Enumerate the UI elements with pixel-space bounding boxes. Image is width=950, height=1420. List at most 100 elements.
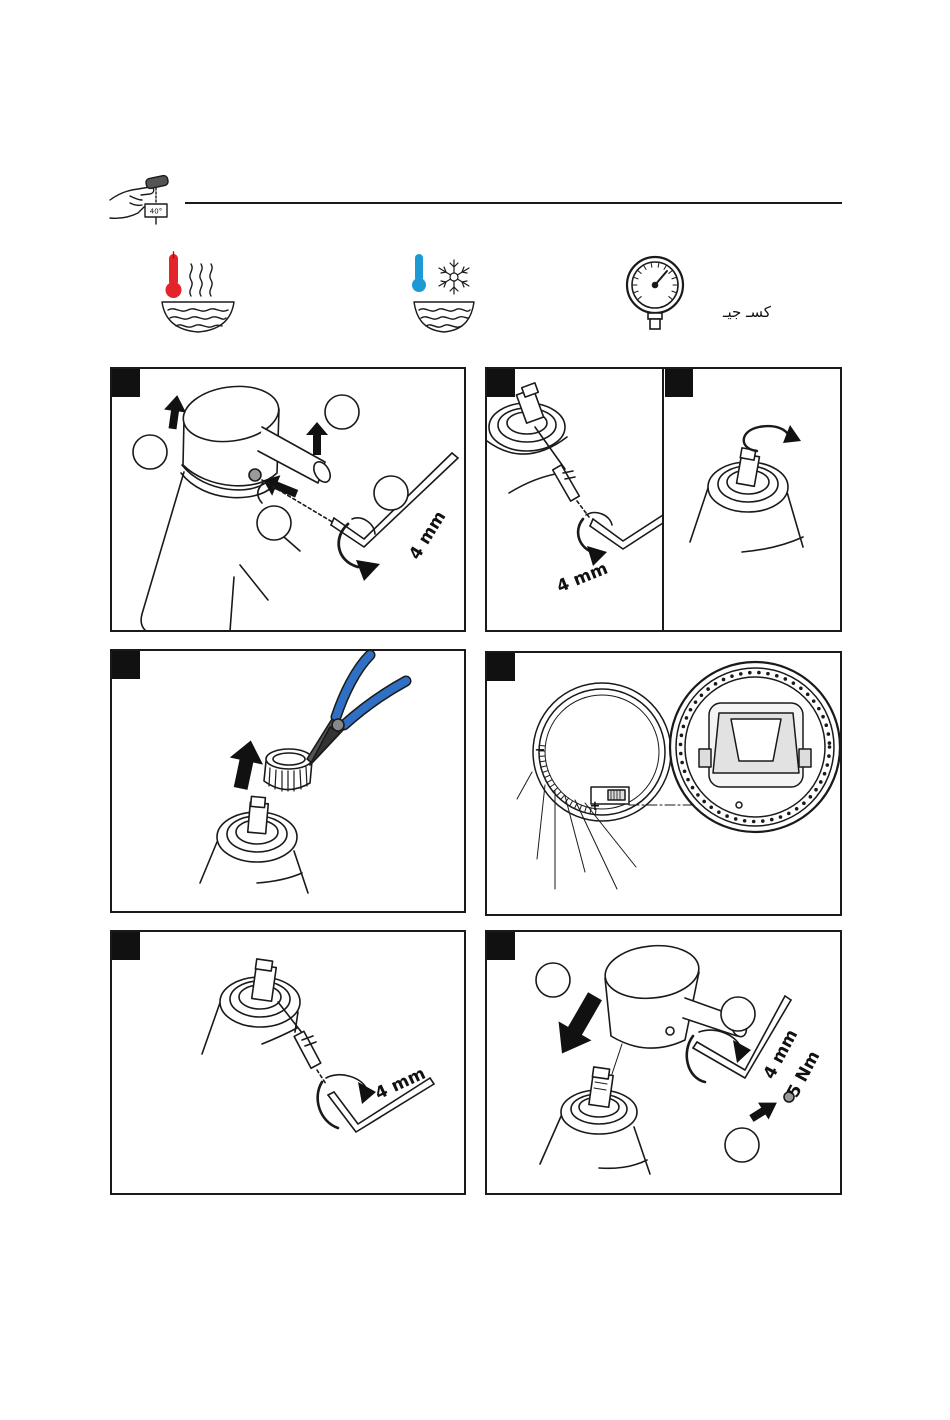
- gear-tooth: [792, 681, 796, 685]
- rotate-arrow-icon: [339, 518, 380, 581]
- gear-tooth: [739, 672, 743, 676]
- gear-tooth: [709, 805, 713, 809]
- callout-leader: [284, 537, 300, 551]
- snowflake-icon: [439, 260, 469, 294]
- gear-tooth: [821, 715, 825, 719]
- rotate-arrow-icon: [687, 1030, 751, 1082]
- hand-shower-thermometer-icon: 40°: [108, 174, 174, 226]
- gear-tooth: [685, 716, 689, 720]
- plus-sign: +: [590, 799, 601, 814]
- ring-tick: [541, 766, 547, 767]
- step-number-tab: [487, 932, 515, 960]
- gear-tooth: [683, 769, 687, 773]
- callout-circle: [536, 963, 570, 997]
- gear-tooth: [700, 693, 704, 697]
- cartridge-spindle: [252, 959, 277, 1001]
- gear-tooth: [702, 800, 706, 804]
- gear-tooth: [766, 672, 770, 676]
- faucet-body: [141, 472, 268, 630]
- gear-tooth: [784, 677, 788, 681]
- gear-tooth: [743, 819, 747, 823]
- alignment-line: [612, 1044, 622, 1074]
- step-number-tab: [112, 932, 140, 960]
- gear-tooth: [761, 819, 765, 823]
- callout-circle: [374, 476, 408, 510]
- gear-tooth: [828, 741, 832, 745]
- push-down-arrow-icon: [546, 987, 612, 1063]
- gear-tooth: [828, 745, 832, 749]
- gear-tooth: [682, 725, 686, 729]
- gear-tooth: [817, 707, 821, 711]
- gear-tooth: [787, 812, 791, 816]
- tool-size-label: 4 mm: [405, 508, 450, 564]
- callout-circle: [257, 506, 291, 540]
- ring-tick: [540, 761, 546, 762]
- remove-ring-illustration: [112, 651, 464, 911]
- callout-circle: [725, 1128, 759, 1162]
- gear-tooth: [814, 788, 818, 792]
- gear-tooth: [779, 815, 783, 819]
- gear-tooth: [679, 752, 683, 756]
- gear-tooth: [827, 754, 831, 758]
- ring-detail-illustration: + −: [487, 653, 840, 914]
- handle-cap: [603, 941, 702, 1048]
- ring-tick: [542, 771, 548, 773]
- lift-lever-arrow-icon: [306, 422, 328, 455]
- gauge-tick: [651, 263, 652, 267]
- tool-size-label: 4 mm: [554, 559, 611, 597]
- gear-tooth: [795, 807, 799, 811]
- step-number-tab: [112, 651, 140, 679]
- step-panel-remove-ring: [110, 649, 466, 913]
- gear-tooth: [717, 810, 721, 814]
- lift-arrow-icon: [224, 737, 267, 792]
- gear-tooth: [812, 699, 816, 703]
- loosen-screw-illustration: 4 mm: [487, 369, 840, 630]
- cartridge-screw: [553, 465, 580, 501]
- gear-tooth: [680, 761, 684, 765]
- ring-tick: [547, 780, 552, 783]
- gear-tooth: [748, 671, 752, 675]
- ring-tick: [570, 801, 573, 806]
- pressure-gauge-icon: [622, 254, 690, 332]
- step-number-tab: [487, 653, 515, 681]
- tool-size-label: 4 mm: [372, 1064, 429, 1105]
- gear-tooth: [823, 772, 827, 776]
- tighten-screw-illustration: 4 mm: [112, 932, 464, 1193]
- gear-tooth: [827, 732, 831, 736]
- gear-tooth: [730, 674, 734, 678]
- step-number-tab: [487, 369, 515, 397]
- step-panel-refit-handle: 4 mm 5 Nm: [485, 930, 842, 1195]
- pliers-icon: [307, 655, 406, 765]
- remove-handle-illustration: 4 mm: [112, 369, 464, 630]
- gear-tooth: [696, 793, 700, 797]
- gear-tooth: [824, 723, 828, 727]
- gear-tooth: [809, 795, 813, 799]
- gear-tooth: [689, 708, 693, 712]
- gear-tooth: [802, 801, 806, 805]
- cartridge-screw: [294, 1031, 321, 1068]
- ring-tick: [557, 792, 561, 796]
- gear-tooth: [679, 743, 683, 747]
- ring-tick: [561, 795, 565, 800]
- minus-sign: −: [535, 743, 546, 758]
- gear-tooth: [825, 763, 829, 767]
- hot-water-icon: [158, 250, 238, 336]
- step-number-tab: [112, 369, 140, 397]
- cartridge-spindle: [248, 796, 269, 833]
- header-rule: [185, 202, 842, 204]
- gear-tooth: [722, 678, 726, 682]
- limit-ring: [264, 749, 312, 791]
- gear-tooth: [799, 686, 803, 690]
- gear-tooth: [714, 682, 718, 686]
- gear-tooth: [806, 693, 810, 697]
- step-panel-ring-detail: + −: [485, 651, 842, 916]
- callout-circle: [325, 395, 359, 429]
- ring-tick: [544, 775, 549, 777]
- gear-tooth: [694, 700, 698, 704]
- ring-tick: [585, 807, 587, 813]
- gear-tooth: [680, 734, 684, 738]
- gear-tooth: [752, 820, 756, 824]
- step-panel-tighten-screw: 4 mm: [110, 930, 466, 1195]
- gear-tooth: [706, 687, 710, 691]
- step-panel-remove-handle: 4 mm: [110, 367, 466, 632]
